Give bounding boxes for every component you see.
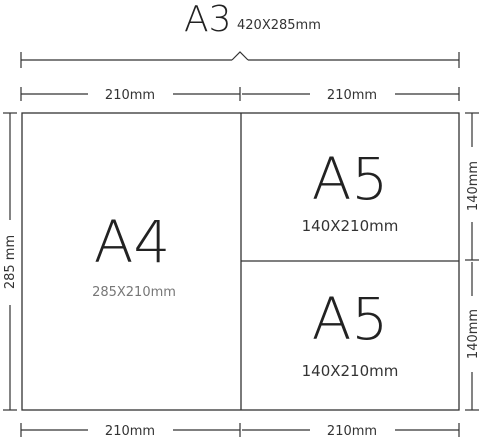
left-dim-label: 285 mm [3, 235, 18, 289]
a3-size: 420X285mm [237, 18, 321, 33]
top-left-dimension: 210mm [20, 87, 241, 103]
top-right-dim-label: 210mm [327, 88, 377, 103]
bottom-left-dim-label: 210mm [105, 424, 155, 439]
a5-top-label: A5 [312, 145, 389, 213]
a3-title: A3 [184, 0, 232, 40]
a4-label: A4 [94, 208, 171, 276]
bottom-left-dimension: 210mm [20, 423, 241, 439]
a5-bottom-size: 140X210mm [302, 362, 399, 380]
right-bottom-dim-label: 140mm [466, 309, 481, 359]
left-height-dimension: 285 mm [3, 112, 18, 411]
a5-bottom-label: A5 [312, 285, 389, 353]
right-top-dimension: 140mm [465, 112, 481, 261]
bottom-right-dimension: 210mm [242, 423, 460, 439]
a4-size: 285X210mm [92, 285, 176, 300]
bottom-right-dim-label: 210mm [327, 424, 377, 439]
a5-top-size: 140X210mm [302, 217, 399, 235]
top-right-dimension: 210mm [242, 87, 460, 103]
top-left-dim-label: 210mm [105, 88, 155, 103]
a3-width-dimension [20, 51, 460, 68]
right-bottom-dimension: 140mm [465, 262, 481, 411]
right-top-dim-label: 140mm [466, 161, 481, 211]
